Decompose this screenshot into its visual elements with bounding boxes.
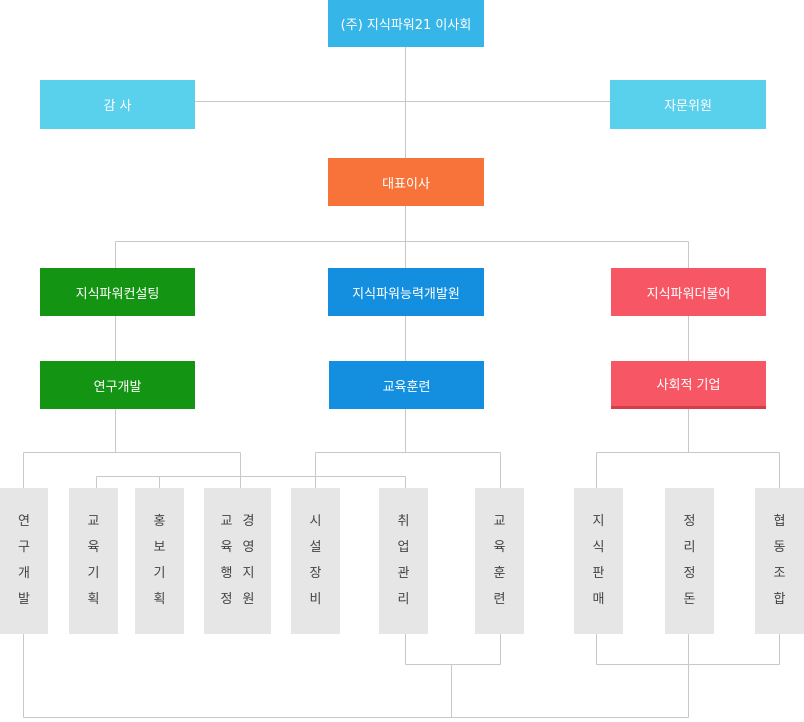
leaf-column: 지 식 판 매 [593,509,605,613]
leaf-column: 협 동 조 합 [774,509,786,613]
leaf-char: 판 [592,566,605,581]
leaf-char: 장 [309,566,322,581]
board-box: (주) 지식파워21 이사회 [328,0,484,47]
department-training: 교육훈련 [329,361,484,409]
leaf-facility: 시 설 장 비 [291,488,340,634]
leaf-coop: 협 동 조 합 [755,488,804,634]
leaf-char: 교 [493,514,506,529]
leaf-char: 리 [397,592,410,607]
ceo-box: 대표이사 [328,158,484,206]
leaf-column: 홍 보 기 획 [154,509,166,613]
leaf-char: 연 [18,514,30,529]
leaf-column: 시 설 장 비 [310,509,322,613]
division-consulting: 지식파워컨설팅 [40,268,195,316]
leaf-column: 취 업 관 리 [398,509,410,613]
leaf-char: 육 [87,540,100,555]
leaf-char: 정 [683,566,696,581]
leaf-edu-planning: 교 육 기 획 [69,488,118,634]
leaf-char: 식 [592,540,605,555]
leaf-char: 훈 [493,566,506,581]
leaf-char: 홍 [153,514,166,529]
ceo-label: 대표이사 [382,176,430,192]
department-research: 연구개발 [40,361,195,409]
leaf-char: 육 [493,540,506,555]
leaf-char: 관 [397,566,410,581]
leaf-char: 시 [309,514,322,529]
leaf-pr-planning: 홍 보 기 획 [135,488,184,634]
leaf-char: 원 [242,592,255,607]
leaf-research-dev: 연 구 개 발 [0,488,48,634]
advisory-box: 자문위원 [610,80,766,129]
leaf-char: 매 [592,592,605,607]
division-together-label: 지식파워더불어 [646,286,731,302]
department-research-label: 연구개발 [93,379,142,395]
department-social: 사회적 기업 [611,361,766,409]
audit-label: 감 사 [103,99,132,114]
board-label: (주) 지식파워21 이사회 [340,18,472,33]
leaf-char: 비 [309,592,322,607]
leaf-char: 정 [220,592,233,607]
leaf-column: 교 육 행 정 [221,509,233,613]
leaf-char: 련 [493,592,506,607]
leaf-char: 지 [242,566,255,581]
leaf-char: 취 [397,514,410,529]
leaf-char: 조 [773,566,786,581]
leaf-edu-training: 교 육 훈 련 [475,488,524,634]
leaf-char: 교 [87,514,100,529]
leaf-char: 개 [18,566,30,581]
leaf-char: 합 [773,592,786,607]
audit-box: 감 사 [40,80,195,129]
leaf-char: 업 [397,540,410,555]
leaf-column: 경 영 지 원 [243,509,255,613]
division-center: 지식파워능력개발원 [328,268,484,316]
leaf-knowledge-sales: 지 식 판 매 [574,488,623,634]
leaf-char: 구 [18,540,30,555]
leaf-employment: 취 업 관 리 [379,488,428,634]
advisory-label: 자문위원 [664,99,712,114]
leaf-admin-support: 교 육 행 정 경 영 지 원 [204,488,271,634]
leaf-char: 정 [683,514,696,529]
division-consulting-label: 지식파워컨설팅 [75,286,160,302]
division-center-label: 지식파워능력개발원 [352,286,460,302]
leaf-char: 보 [153,540,166,555]
leaf-char: 교 [220,514,233,529]
leaf-char: 획 [153,592,166,607]
leaf-column: 교 육 훈 련 [494,509,506,613]
leaf-column: 정 리 정 돈 [684,509,696,613]
leaf-char: 행 [220,566,233,581]
leaf-char: 경 [242,514,255,529]
leaf-char: 동 [773,540,786,555]
leaf-column: 연 구 개 발 [18,509,30,613]
leaf-char: 발 [18,592,30,607]
department-training-label: 교육훈련 [382,379,431,395]
leaf-char: 기 [153,566,166,581]
leaf-char: 리 [683,540,696,555]
division-together: 지식파워더불어 [611,268,766,316]
leaf-cleanup: 정 리 정 돈 [665,488,714,634]
leaf-char: 기 [87,566,100,581]
leaf-column: 교 육 기 획 [88,509,100,613]
leaf-char: 지 [592,514,605,529]
leaf-char: 돈 [683,592,696,607]
leaf-char: 획 [87,592,100,607]
leaf-char: 육 [220,540,233,555]
department-social-label: 사회적 기업 [656,378,721,393]
leaf-char: 설 [309,540,322,555]
leaf-char: 영 [242,540,255,555]
leaf-char: 협 [773,514,786,529]
